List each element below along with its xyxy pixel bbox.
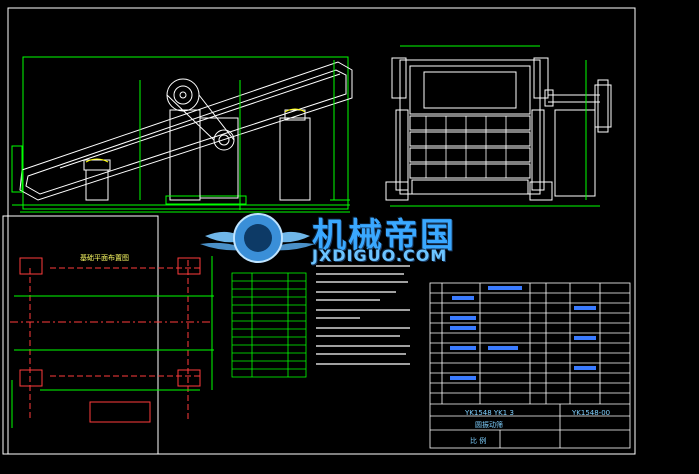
watermark-chinese-text: 机械帝国 xyxy=(312,216,456,256)
side-elevation-view xyxy=(11,56,353,213)
title-block-title: 圆振动筛 xyxy=(475,421,503,429)
title-block-name-line: YK1548 YK1 3 xyxy=(465,409,514,417)
plan-view-title: 基础平面布置图 xyxy=(80,254,129,262)
foundation-plan-view xyxy=(2,215,214,455)
end-elevation-view xyxy=(385,45,612,207)
drawing-frame xyxy=(7,7,636,455)
technical-requirements-notes xyxy=(316,265,410,365)
technical-parameters-table xyxy=(231,272,307,378)
gear-wings-logo-icon xyxy=(200,213,315,263)
parts-list-entries xyxy=(450,286,596,380)
title-block-scale-label: 比 例 xyxy=(470,437,487,445)
title-block-drawing-number: YK1548-00 xyxy=(572,409,611,417)
parts-list-title-block xyxy=(429,282,631,449)
watermark-english-text: JXDIGUO.COM xyxy=(312,246,448,265)
